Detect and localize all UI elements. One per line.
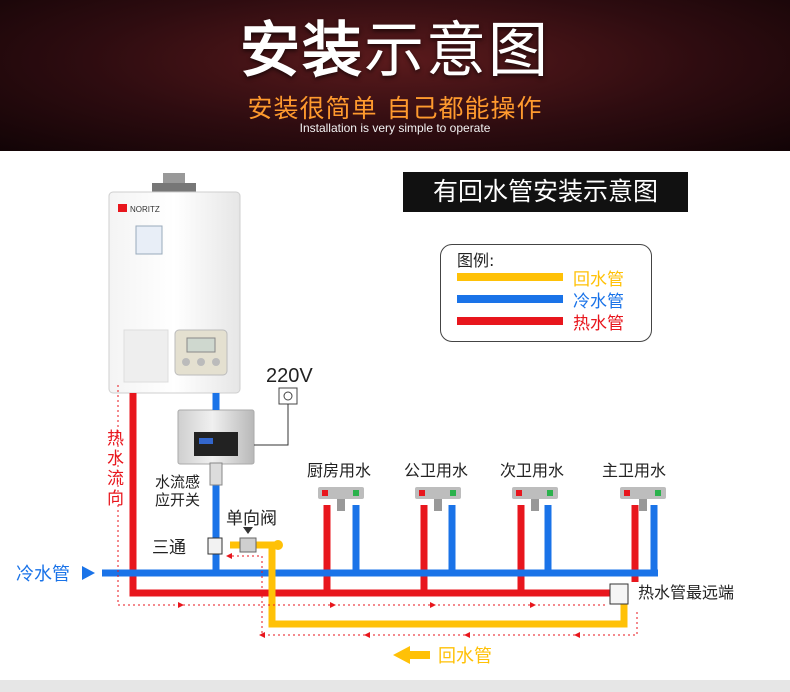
return-elbow <box>273 540 283 550</box>
circulation-pump <box>177 409 255 465</box>
subtitle-english: Installation is very simple to operate <box>299 121 491 135</box>
pump-display-digits <box>199 438 213 444</box>
return-pipe-main <box>230 541 628 628</box>
faucet-hot-dot <box>624 490 630 496</box>
heater-spec-plate <box>123 329 169 383</box>
faucet-spout <box>434 499 442 511</box>
check-valve <box>239 537 257 553</box>
heater-energy-label <box>135 225 163 255</box>
legend-swatch-return <box>457 273 563 281</box>
heater-flue-base <box>152 183 196 193</box>
faucet-body <box>318 487 364 499</box>
faucet-kitchen <box>318 487 364 511</box>
arrow-icon <box>178 602 184 608</box>
return-pipe <box>230 541 628 628</box>
flow-switch <box>209 462 223 486</box>
outlet-socket-icon <box>283 391 293 401</box>
fixture-label-second: 次卫用水 <box>500 461 564 480</box>
cold-pipe <box>102 393 658 577</box>
title-bold: 安装 <box>240 16 364 86</box>
faucet-body <box>512 487 558 499</box>
heater-knob-right <box>212 358 220 366</box>
hot-flow-vertical-label: 热水流向 <box>107 429 124 509</box>
subtitle: 安装很简单 自己都能操作 <box>247 94 543 123</box>
faucet-body <box>415 487 461 499</box>
hot-pipe-main <box>129 393 612 597</box>
footer-strip <box>0 680 790 692</box>
hot-flow-direction-label: 热水流向 <box>107 429 124 509</box>
section-title: 有回水管安装示意图 <box>403 172 688 212</box>
heater-brand: NORITZ <box>130 205 160 214</box>
faucet-cold-dot <box>450 490 456 496</box>
legend-label-return: 回水管 <box>573 270 624 290</box>
installation-diagram: NORITZ 220V <box>16 173 734 667</box>
arrow-icon <box>464 632 470 638</box>
faucet-spout <box>639 499 647 511</box>
arrow-icon <box>530 602 536 608</box>
return-pipe-label: 回水管 <box>438 646 492 667</box>
arrow-icon <box>330 602 336 608</box>
flow-switch-label-line2: 应开关 <box>155 491 200 509</box>
check-valve-label: 单向阀 <box>226 509 277 529</box>
arrow-icon <box>226 553 232 559</box>
legend-swatch-hot <box>457 317 563 325</box>
faucet-cold-dot <box>353 490 359 496</box>
fixture-label-master: 主卫用水 <box>602 461 666 480</box>
faucet-master <box>620 487 666 511</box>
fixture-label-public: 公卫用水 <box>404 461 468 480</box>
legend: 图例: 回水管 冷水管 热水管 <box>440 244 652 342</box>
faucet-hot-dot <box>516 490 522 496</box>
heater-logo-mark <box>118 204 127 212</box>
return-flow-dotted <box>226 555 638 636</box>
tee-label: 三通 <box>152 538 186 558</box>
faucet-hot-dot <box>419 490 425 496</box>
faucet-hot-dot <box>322 490 328 496</box>
faucet-spout <box>337 499 345 511</box>
arrow-icon <box>364 632 370 638</box>
title-thin: 示意图 <box>364 16 550 86</box>
tee-fitting <box>207 537 223 555</box>
flow-direction-lines <box>117 385 638 636</box>
legend-label-hot: 热水管 <box>573 314 624 334</box>
power-label: 220V <box>266 365 313 387</box>
faucet-body <box>620 487 666 499</box>
hot-pipe <box>129 393 639 597</box>
arrow-icon <box>574 632 580 638</box>
faucet-second <box>512 487 558 511</box>
header-banner: 安装示意图 安装很简单 自己都能操作 Installation is very … <box>0 0 790 151</box>
flow-arrowheads <box>178 553 580 638</box>
faucet-public <box>415 487 461 511</box>
heater-knob-left <box>182 358 190 366</box>
cold-inlet-arrow-icon <box>82 566 95 580</box>
power-outlet <box>278 387 298 405</box>
legend-label-cold: 冷水管 <box>573 292 624 312</box>
cold-pipe-label: 冷水管 <box>16 564 70 585</box>
power-cord <box>254 404 289 446</box>
faucet-cold-dot <box>655 490 661 496</box>
legend-swatch-cold <box>457 295 563 303</box>
arrow-icon <box>430 602 436 608</box>
faucet-spout <box>531 499 539 511</box>
check-valve-pointer-icon <box>243 527 253 534</box>
flow-switch-label-line1: 水流感 <box>155 473 200 491</box>
legend-title: 图例: <box>457 251 495 270</box>
hot-flow-dotted <box>117 385 605 606</box>
faucet-cold-dot <box>547 490 553 496</box>
arrow-icon <box>259 632 265 638</box>
page-title: 安装示意图 <box>0 2 790 89</box>
heater-display <box>186 337 216 353</box>
farthest-end-label: 热水管最远端 <box>638 583 734 602</box>
water-heater: NORITZ <box>108 173 241 394</box>
return-outlet-arrow-icon <box>393 646 430 664</box>
heater-knob-center <box>197 358 205 366</box>
farthest-end-fitting <box>609 583 629 605</box>
fixture-label-kitchen: 厨房用水 <box>307 461 371 480</box>
